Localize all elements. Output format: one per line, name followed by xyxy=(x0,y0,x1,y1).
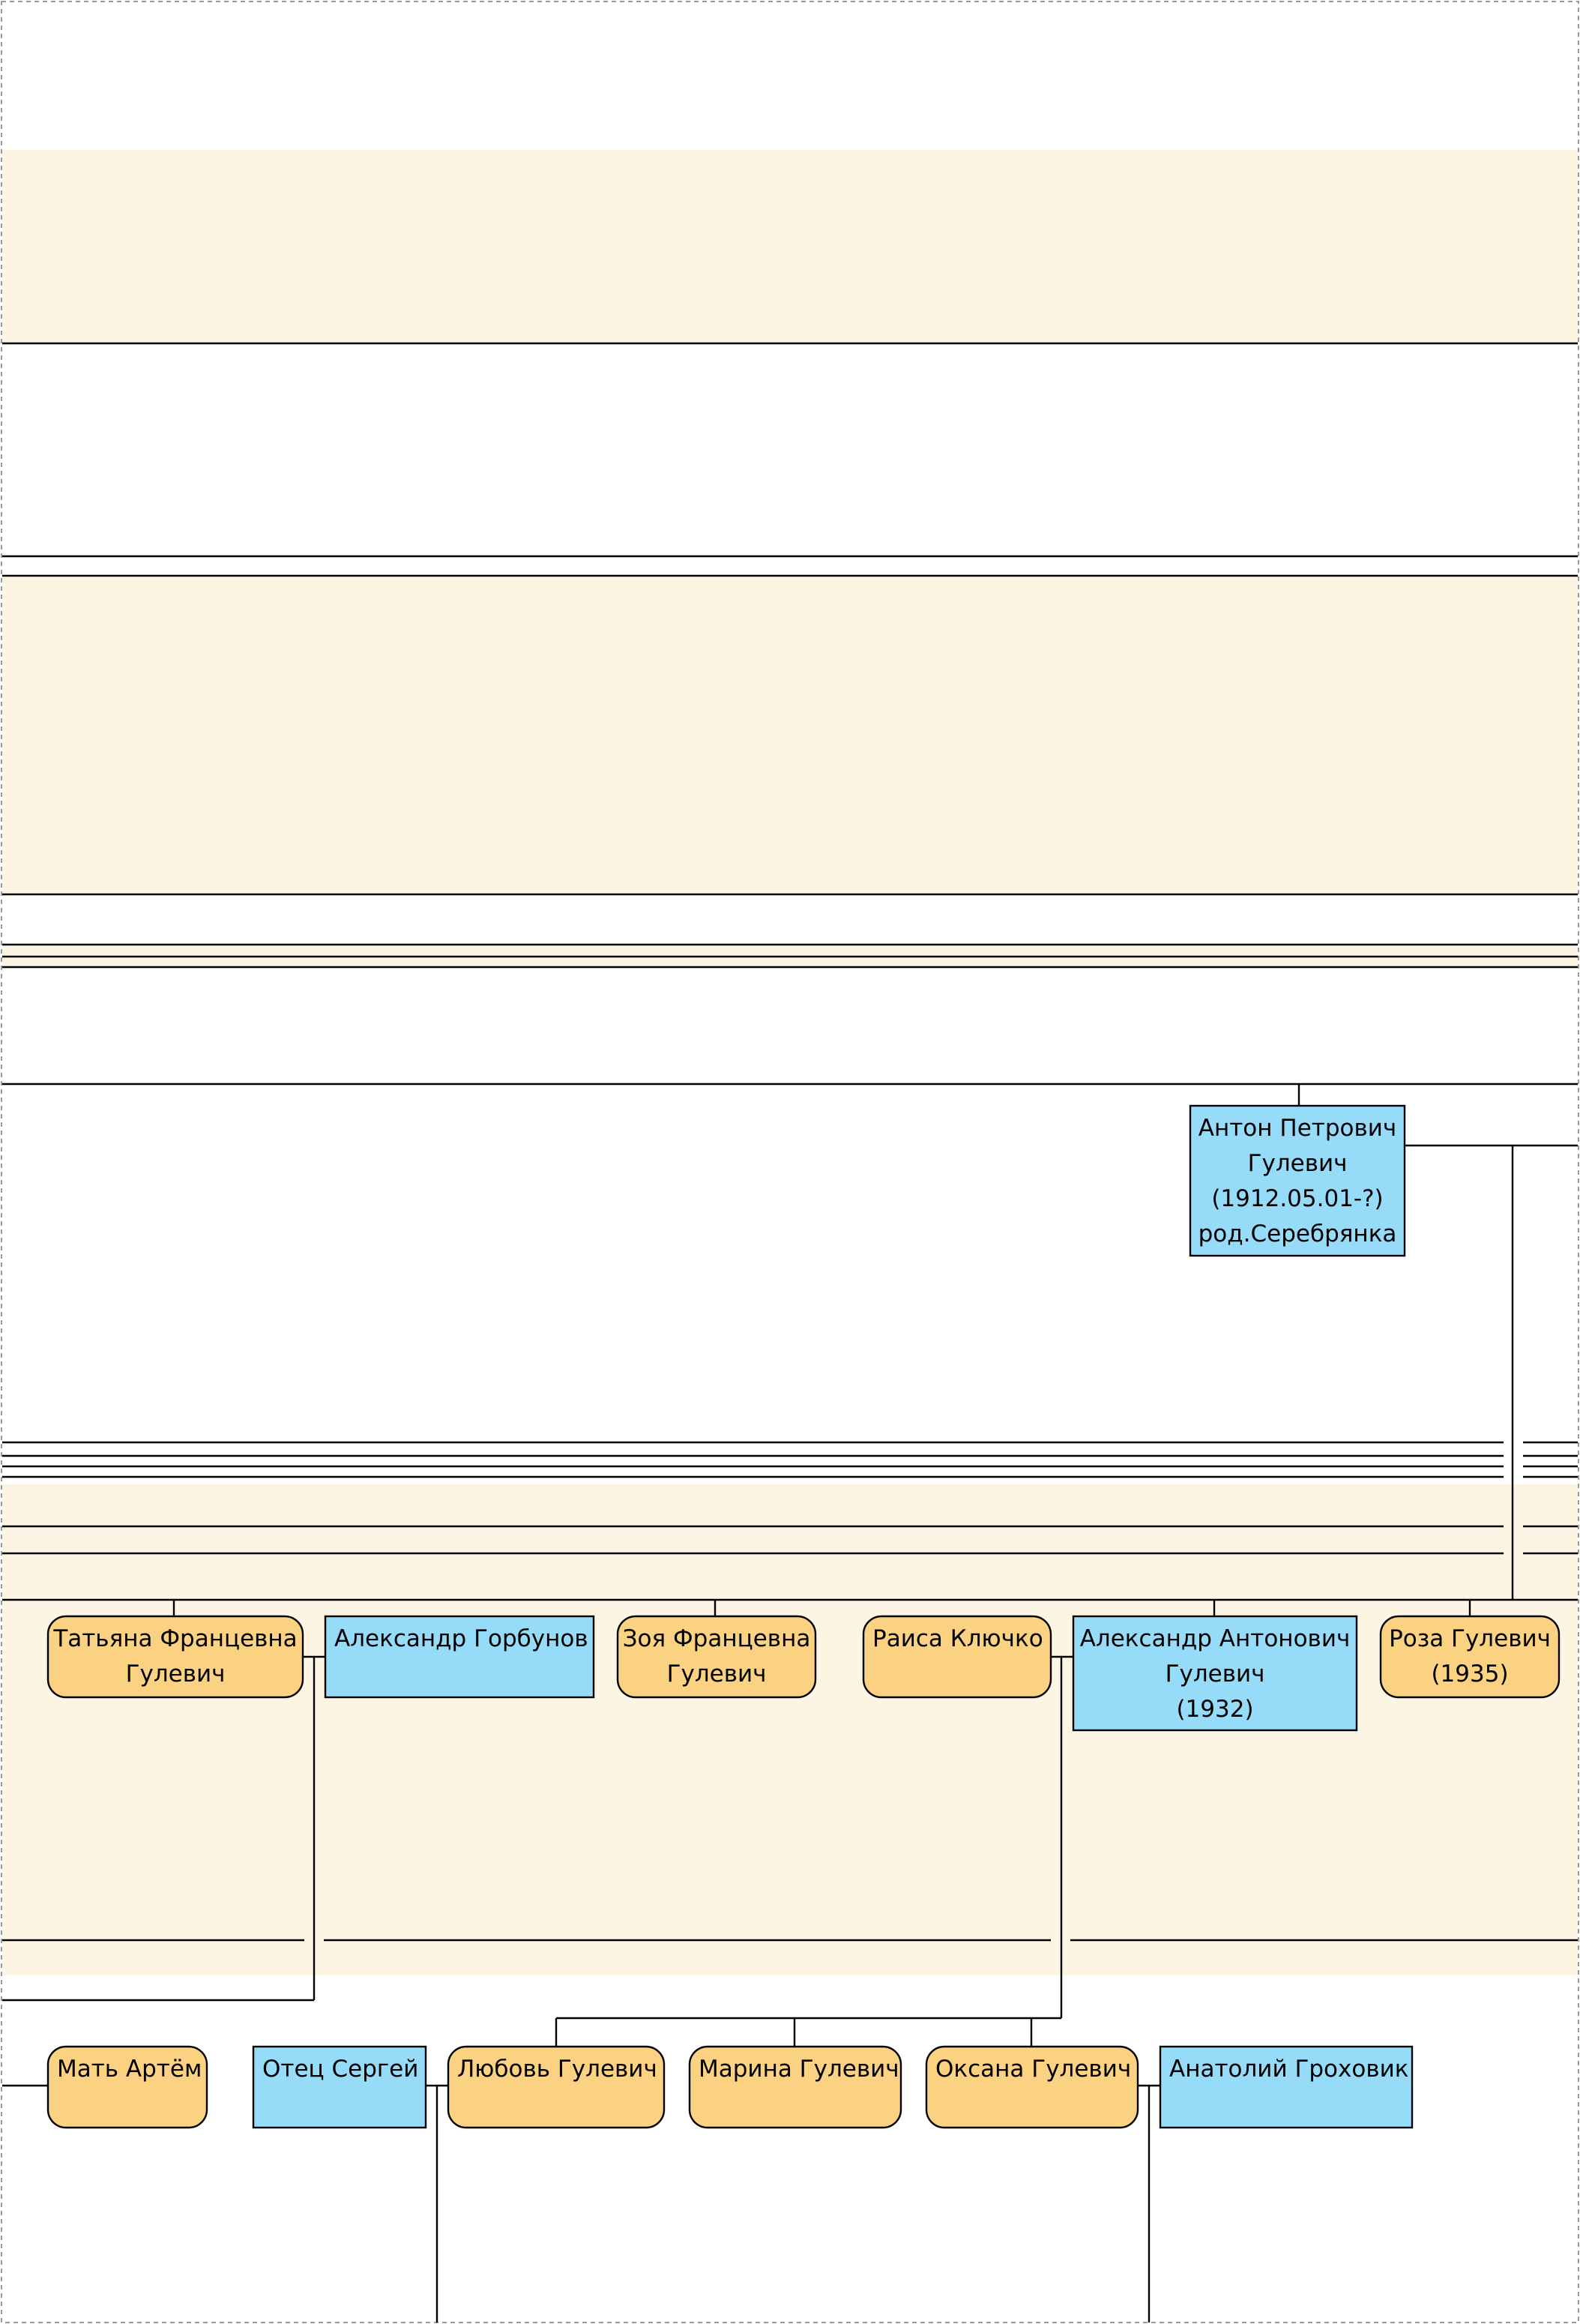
person-name-line: Анатолий Гроховик xyxy=(1169,2056,1408,2083)
person-name-line: Раиса Ключко xyxy=(872,1625,1043,1652)
person-node-otec-sergey[interactable]: Отец Сергей xyxy=(252,2045,427,2129)
person-name-line: (1912.05.01-?) xyxy=(1211,1185,1383,1212)
person-box[interactable] xyxy=(688,2045,902,2129)
person-name-line: Александр Горбунов xyxy=(334,1625,588,1652)
person-name-line: Зоя Францевна xyxy=(623,1625,811,1652)
person-node-anatoliy[interactable]: Анатолий Гроховик xyxy=(1159,2045,1414,2129)
person-box[interactable] xyxy=(252,2045,427,2129)
person-box[interactable] xyxy=(1379,1615,1561,1699)
person-box[interactable] xyxy=(862,1615,1052,1699)
person-box[interactable] xyxy=(925,2045,1139,2129)
person-node-alexander-gorbunov[interactable]: Александр Горбунов xyxy=(324,1615,595,1699)
person-name-line: Оксана Гулевич xyxy=(935,2056,1131,2083)
person-name-line: Гулевич xyxy=(126,1661,226,1688)
person-box[interactable] xyxy=(324,1615,595,1699)
connector-lines xyxy=(2,342,1578,2323)
person-name-line: Антон Петрович xyxy=(1198,1115,1396,1142)
person-name-line: Гулевич xyxy=(1248,1150,1348,1177)
person-box[interactable] xyxy=(46,2045,208,2129)
person-node-roza[interactable]: Роза Гулевич (1935) xyxy=(1379,1615,1561,1699)
person-name-line: Татьяна Францевна xyxy=(52,1625,297,1652)
person-box[interactable] xyxy=(1159,2045,1414,2129)
generation-bands xyxy=(2,150,1578,1975)
person-box[interactable] xyxy=(616,1615,817,1699)
person-node-oksana[interactable]: Оксана Гулевич xyxy=(925,2045,1139,2129)
person-box[interactable] xyxy=(46,1615,304,1699)
person-node-raisa[interactable]: Раиса Ключко xyxy=(862,1615,1052,1699)
person-name-line: Мать Артём xyxy=(57,2056,202,2083)
person-name-line: Отец Сергей xyxy=(262,2056,418,2083)
person-box[interactable] xyxy=(1072,1615,1358,1732)
person-name-line: (1932) xyxy=(1176,1696,1253,1723)
person-name-line: Гулевич xyxy=(1166,1661,1265,1688)
band-2 xyxy=(2,576,1578,894)
person-node-marina[interactable]: Марина Гулевич xyxy=(688,2045,902,2129)
person-name-line: Гулевич xyxy=(667,1661,767,1688)
person-box[interactable] xyxy=(1189,1104,1406,1257)
person-name-line: Марина Гулевич xyxy=(699,2056,899,2083)
person-box[interactable] xyxy=(447,2045,666,2129)
person-name-line: род.Серебрянка xyxy=(1198,1220,1397,1247)
person-node-mat-artem[interactable]: Мать Артём xyxy=(46,2045,208,2129)
person-name-line: Любовь Гулевич xyxy=(457,2056,657,2083)
person-name-line: Роза Гулевич xyxy=(1389,1625,1551,1652)
band-1 xyxy=(2,150,1578,343)
person-node-lyubov[interactable]: Любовь Гулевич xyxy=(447,2045,666,2129)
person-name-line: Александр Антонович xyxy=(1080,1625,1351,1652)
person-name-line: (1935) xyxy=(1431,1661,1508,1688)
